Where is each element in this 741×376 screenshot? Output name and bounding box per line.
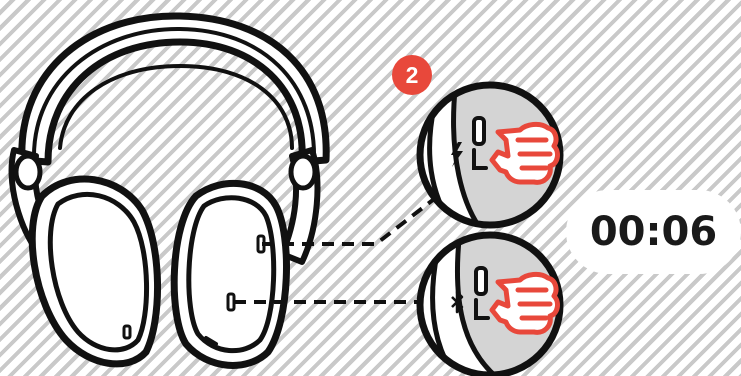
- zoom-circle-bottom: [420, 230, 580, 376]
- countdown-timer: 00:06: [566, 190, 741, 274]
- step-number-badge: 2: [392, 55, 432, 95]
- headphones: [12, 16, 327, 366]
- bluetooth-button: [228, 294, 234, 310]
- zoom-circle-top: [420, 80, 580, 240]
- headband: [22, 16, 326, 162]
